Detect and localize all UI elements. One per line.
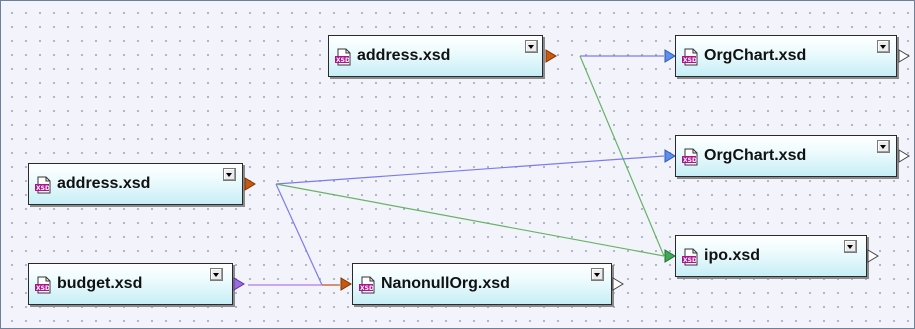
- node-label: OrgChart.xsd: [704, 147, 807, 164]
- dropdown-arrow-icon[interactable]: [877, 40, 890, 53]
- node-orgchart-2[interactable]: XSD OrgChart.xsd: [675, 135, 897, 177]
- node-label: budget.xsd: [57, 275, 143, 292]
- svg-text:XSD: XSD: [36, 285, 50, 292]
- output-port-icon[interactable]: [244, 177, 256, 191]
- dropdown-arrow-icon[interactable]: [877, 140, 890, 153]
- node-orgchart-1[interactable]: XSD OrgChart.xsd: [675, 35, 897, 77]
- xsd-file-icon: XSD: [682, 48, 698, 66]
- node-address-left[interactable]: XSD address.xsd: [28, 163, 243, 205]
- node-label: NanonullOrg.xsd: [381, 275, 510, 292]
- svg-text:XSD: XSD: [360, 285, 374, 292]
- input-port-icon[interactable]: [664, 149, 676, 163]
- dropdown-arrow-icon[interactable]: [525, 40, 538, 53]
- node-label: address.xsd: [57, 175, 151, 192]
- xsd-file-icon: XSD: [335, 48, 351, 66]
- dropdown-arrow-icon[interactable]: [844, 240, 857, 253]
- output-port-icon[interactable]: [545, 49, 557, 63]
- svg-text:XSD: XSD: [336, 57, 350, 64]
- xsd-file-icon: XSD: [35, 276, 51, 294]
- node-address-top[interactable]: XSD address.xsd: [328, 35, 543, 77]
- output-port-empty-icon[interactable]: [898, 49, 910, 63]
- node-label: ipo.xsd: [704, 247, 761, 264]
- node-label: address.xsd: [357, 47, 451, 64]
- input-port-icon[interactable]: [340, 277, 352, 291]
- svg-text:XSD: XSD: [36, 185, 50, 192]
- output-port-icon[interactable]: [233, 277, 245, 291]
- svg-text:XSD: XSD: [683, 57, 697, 64]
- node-ipo[interactable]: XSD ipo.xsd: [675, 235, 867, 277]
- xsd-file-icon: XSD: [35, 176, 51, 194]
- node-nanonullorg[interactable]: XSD NanonullOrg.xsd: [352, 263, 612, 305]
- dropdown-arrow-icon[interactable]: [210, 268, 223, 281]
- input-port-icon[interactable]: [664, 49, 676, 63]
- output-port-empty-icon[interactable]: [867, 249, 879, 263]
- output-port-empty-icon[interactable]: [612, 277, 624, 291]
- svg-text:XSD: XSD: [683, 157, 697, 164]
- node-label: OrgChart.xsd: [704, 47, 807, 64]
- xsd-file-icon: XSD: [682, 248, 698, 266]
- xsd-file-icon: XSD: [682, 148, 698, 166]
- node-budget[interactable]: XSD budget.xsd: [28, 263, 233, 305]
- svg-text:XSD: XSD: [683, 257, 697, 264]
- dropdown-arrow-icon[interactable]: [223, 168, 236, 181]
- xsd-file-icon: XSD: [359, 276, 375, 294]
- output-port-empty-icon[interactable]: [898, 149, 910, 163]
- input-port-icon[interactable]: [664, 249, 676, 263]
- dropdown-arrow-icon[interactable]: [591, 268, 604, 281]
